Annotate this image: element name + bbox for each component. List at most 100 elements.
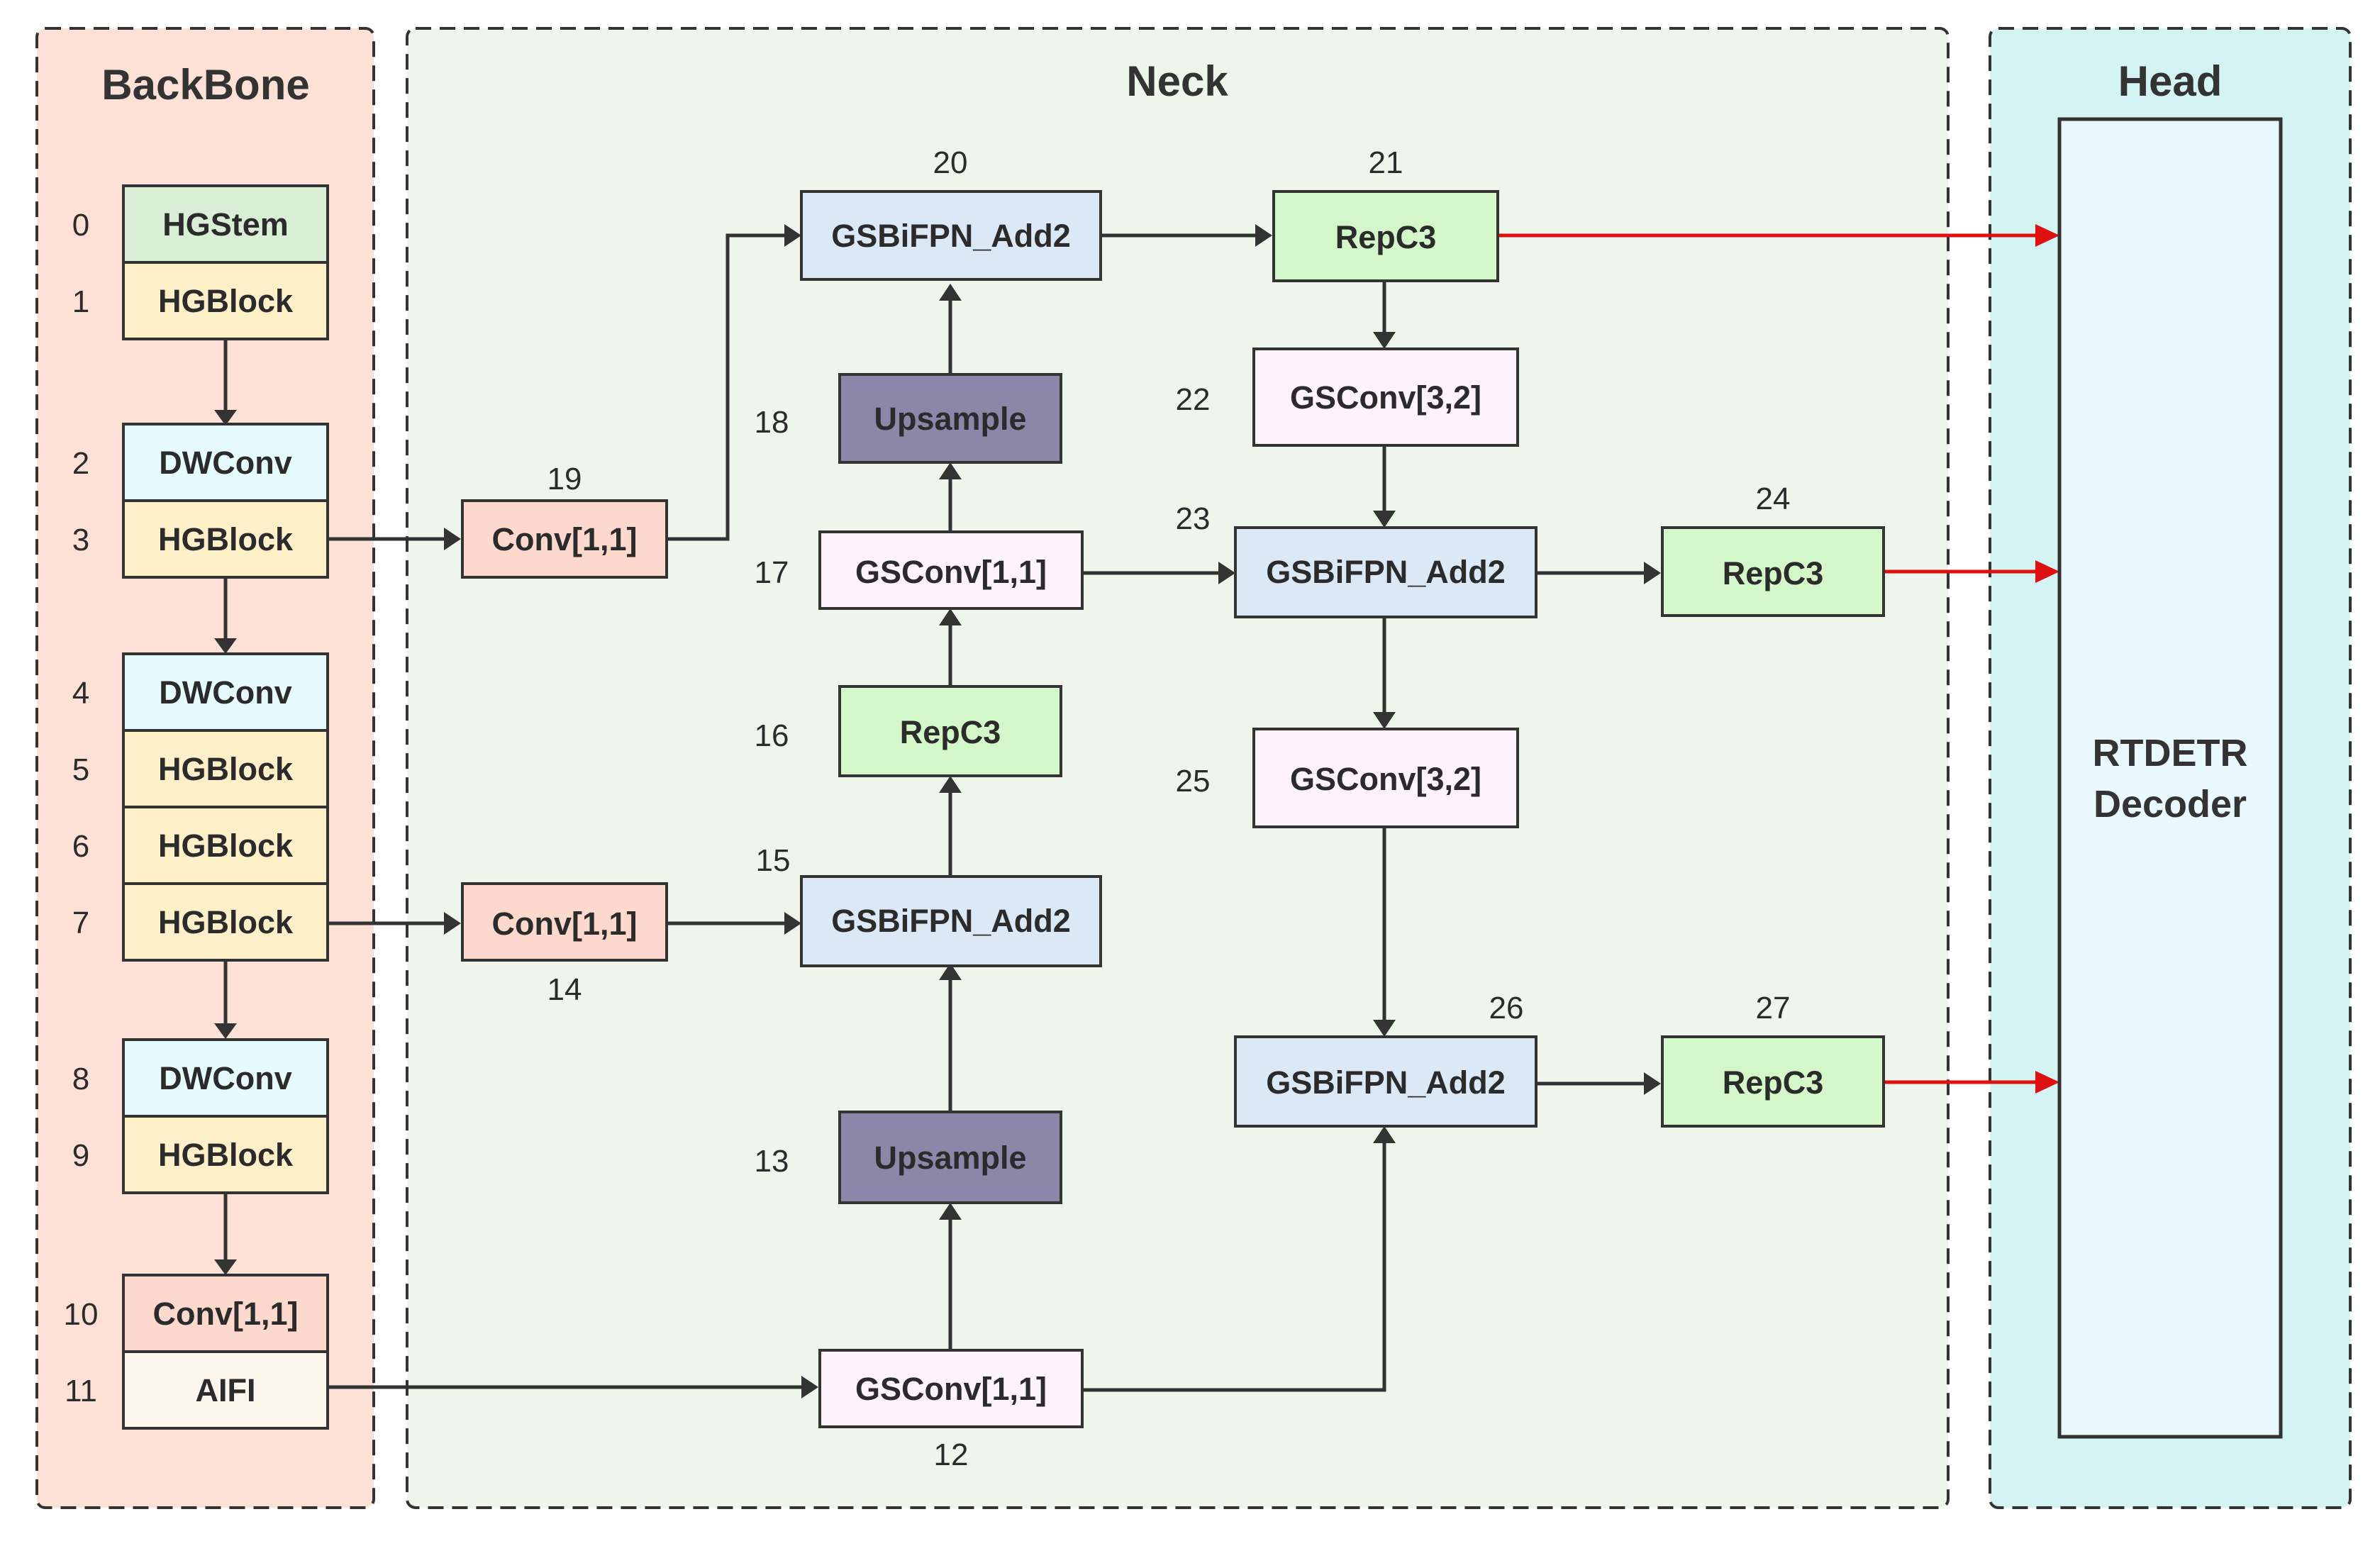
arrowhead [2035, 224, 2059, 247]
backbone-block-label: HGBlock [158, 283, 294, 319]
backbone-block-7 [122, 882, 329, 962]
rtdetr-decoder-block [2057, 117, 2283, 1439]
arrowhead [1373, 1020, 1396, 1037]
block-22-label: GSConv[3,2] [1290, 379, 1481, 416]
arrowhead [939, 776, 962, 793]
block-14-conv [461, 882, 668, 962]
block-17-gsconv [818, 530, 1084, 610]
block-24-label: RepC3 [1723, 555, 1824, 591]
index-22: 22 [1176, 382, 1211, 417]
block-14-label: Conv[1,1] [491, 906, 637, 942]
block-22-gsconv [1252, 347, 1519, 447]
arrowhead [214, 1023, 237, 1039]
block-21-repc3 [1272, 190, 1499, 282]
backbone-block-2 [122, 423, 329, 502]
backbone-index: 11 [65, 1374, 97, 1408]
index-12: 12 [934, 1437, 969, 1472]
arrowhead [2035, 1071, 2059, 1094]
block-26-label: GSBiFPN_Add2 [1266, 1064, 1506, 1101]
arrowhead [444, 528, 461, 550]
arrowhead [1373, 712, 1396, 729]
arrowhead [2035, 560, 2059, 583]
block-15-gsbifpn [800, 875, 1102, 967]
arrowhead [214, 638, 237, 654]
index-15: 15 [756, 843, 791, 878]
backbone-index: 1 [72, 284, 89, 319]
backbone-block-label: HGStem [162, 206, 289, 243]
arrowhead [444, 912, 461, 935]
backbone-block-label: DWConv [159, 674, 291, 711]
index-13: 13 [755, 1144, 789, 1179]
arrowhead [939, 284, 962, 301]
arrowhead [939, 608, 962, 625]
neck-title: Neck [1126, 57, 1228, 105]
arrowhead [1373, 332, 1396, 349]
backbone-block-label: DWConv [159, 445, 291, 481]
block-16-label: RepC3 [900, 714, 1001, 750]
arrowhead [1255, 224, 1272, 247]
backbone-block-3 [122, 499, 329, 579]
index-25: 25 [1176, 764, 1211, 799]
arrowhead [939, 462, 962, 479]
arrowhead [1373, 511, 1396, 528]
backbone-block-label: HGBlock [158, 521, 294, 557]
backbone-block-label: AIFI [196, 1372, 256, 1408]
arrowhead [784, 224, 801, 247]
index-26: 26 [1489, 991, 1524, 1025]
block-13-upsample [838, 1111, 1062, 1204]
backbone-index: 4 [72, 676, 89, 711]
backbone-block-1 [122, 261, 329, 340]
block-20-label: GSBiFPN_Add2 [831, 218, 1071, 254]
block-12-gsconv [818, 1349, 1084, 1428]
block-18-label: Upsample [874, 401, 1026, 437]
block-23-label: GSBiFPN_Add2 [1266, 554, 1506, 590]
index-17: 17 [755, 555, 789, 590]
backbone-index: 3 [72, 523, 89, 557]
backbone-index: 7 [72, 906, 89, 940]
arrowhead [939, 1203, 962, 1220]
arrow-12-26 [1082, 1136, 1386, 1392]
backbone-block-5 [122, 729, 329, 808]
decoder-label-line1: RTDETR [2093, 732, 2248, 774]
block-24-repc3 [1661, 526, 1885, 617]
neck-blocks: GSConv[1,1] 12 Upsample 13 Conv[1,1] 14 … [461, 145, 1885, 1472]
backbone-index: 2 [72, 446, 89, 481]
backbone-block-label: HGBlock [158, 751, 294, 787]
backbone-index: 0 [72, 208, 89, 243]
index-21: 21 [1369, 145, 1403, 180]
block-17-label: GSConv[1,1] [855, 554, 1047, 590]
neck-panel [406, 27, 1950, 1509]
block-27-label: RepC3 [1723, 1064, 1824, 1101]
index-24: 24 [1756, 482, 1791, 516]
block-18-upsample [838, 373, 1062, 464]
backbone-index: 8 [72, 1062, 89, 1096]
backbone-block-9 [122, 1115, 329, 1194]
arrowhead [214, 410, 237, 425]
backbone-block-label: DWConv [159, 1060, 291, 1096]
backbone-index: 5 [72, 752, 89, 787]
block-26-gsbifpn [1234, 1035, 1537, 1128]
block-12-label: GSConv[1,1] [855, 1371, 1047, 1407]
arrowhead [939, 963, 962, 980]
block-25-label: GSConv[3,2] [1290, 761, 1481, 797]
backbone-block-11 [122, 1350, 329, 1430]
arrowhead [1644, 1072, 1661, 1095]
backbone-index: 10 [64, 1297, 99, 1332]
arrowhead [214, 1259, 237, 1275]
backbone-index: 9 [72, 1138, 89, 1173]
backbone-block-label: HGBlock [158, 1137, 294, 1173]
backbone-block-label: Conv[1,1] [152, 1296, 298, 1332]
backbone-block-10 [122, 1274, 329, 1353]
block-19-label: Conv[1,1] [491, 521, 637, 557]
block-16-repc3 [838, 685, 1062, 777]
connectors [214, 224, 2059, 1398]
index-16: 16 [755, 718, 789, 753]
backbone-block-label: HGBlock [158, 828, 294, 864]
index-20: 20 [933, 145, 968, 180]
backbone-stack: HGStem0HGBlock1DWConv2HGBlock3DWConv4HGB… [64, 184, 329, 1430]
block-15-label: GSBiFPN_Add2 [831, 903, 1071, 939]
block-20-gsbifpn [800, 190, 1102, 281]
arrowhead [1644, 562, 1661, 584]
